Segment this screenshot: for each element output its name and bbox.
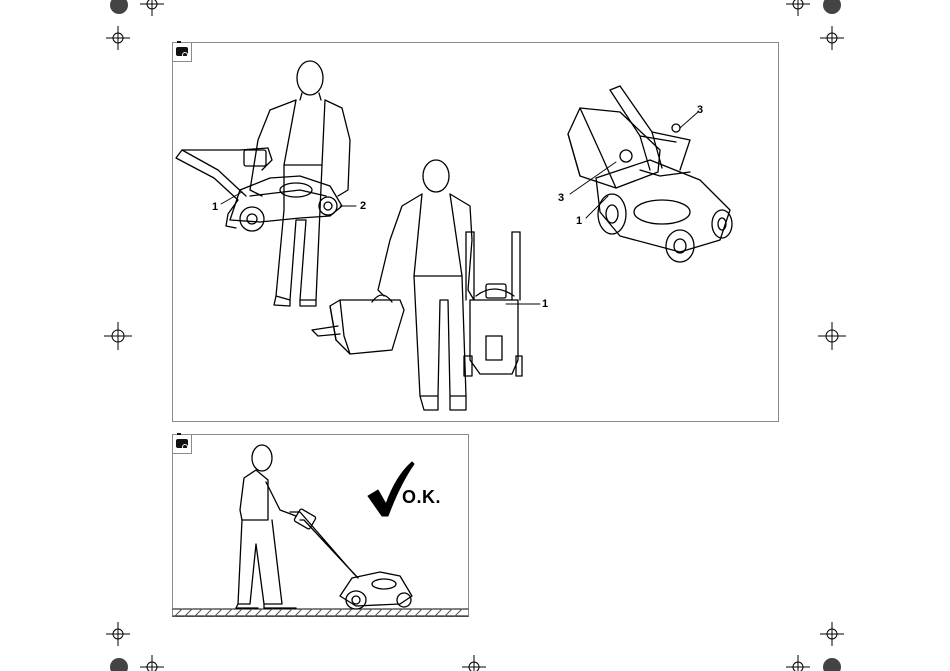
ok-label: O.K.	[402, 487, 441, 508]
grass-box	[312, 295, 404, 354]
callout-lever: 1	[576, 216, 582, 227]
mower-in-use	[290, 508, 412, 609]
mower-side-carried	[176, 148, 356, 231]
callout-knob-top: 3	[697, 105, 703, 116]
callout-wheel: 2	[360, 201, 366, 212]
mower-perspective	[568, 86, 732, 262]
mower-upright	[464, 232, 540, 376]
callout-bag-handle: 1	[542, 299, 548, 310]
callout-handle-left: 1	[212, 202, 218, 213]
person-pushing-mower	[236, 445, 296, 608]
person-with-grass-box	[378, 160, 474, 410]
ground	[173, 609, 468, 616]
callout-knob-side: 3	[558, 193, 564, 204]
